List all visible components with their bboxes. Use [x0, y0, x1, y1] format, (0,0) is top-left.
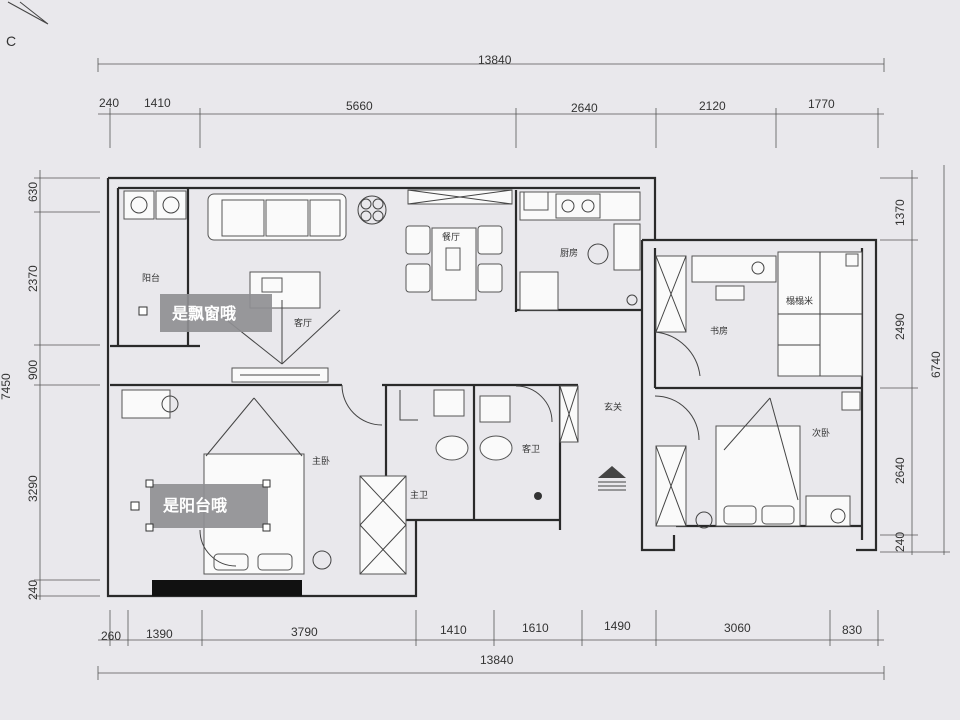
corner-label: C [6, 33, 16, 49]
room-label-kitchen: 厨房 [560, 247, 578, 259]
left-dim-5: 240 [26, 580, 40, 600]
corner-fold-mark [7, 1, 49, 25]
right-dim-3: 2640 [893, 457, 907, 484]
annotation-balcony-text: 是阳台哦 [162, 496, 227, 515]
balcony-appliances [123, 190, 187, 220]
left-dim-1: 630 [26, 182, 40, 202]
bottom-dim-2: 1390 [146, 627, 173, 641]
annotation-bay-window-text: 是飘窗哦 [171, 304, 236, 323]
room-label-guest-bath: 客卫 [522, 443, 540, 455]
right-dim-2: 2490 [893, 313, 907, 340]
dining-table [405, 225, 503, 301]
bottom-dim-4: 1410 [440, 623, 467, 637]
balcony-railing [152, 580, 302, 596]
right-dim-4: 240 [893, 532, 907, 552]
top-dim-1: 240 [99, 96, 119, 110]
tv-cabinet [231, 367, 329, 383]
annotation-bay-window[interactable]: 是飘窗哦 [138, 294, 272, 332]
sideboard [407, 189, 513, 205]
master-wardrobe-left [121, 389, 179, 419]
room-label-tatami: 榻榻米 [786, 295, 813, 307]
annotation-balcony[interactable]: 是阳台哦 [130, 479, 271, 532]
master-door-swing [341, 384, 383, 426]
room-label-foyer: 玄关 [604, 401, 622, 413]
second-light-lines [723, 397, 799, 501]
guest-bath-fixtures [479, 395, 542, 500]
second-bed [715, 391, 861, 527]
bottom-dim-1: 260 [101, 629, 121, 643]
left-dim-4: 3290 [26, 475, 40, 502]
top-dim-5: 2120 [699, 99, 726, 113]
study-door-swing [654, 331, 701, 377]
left-dimension-lines [34, 170, 100, 600]
top-dimension-lines [97, 58, 885, 148]
top-dim-3: 5660 [346, 99, 373, 113]
top-dim-2: 1410 [144, 96, 171, 110]
room-label-second: 次卧 [812, 427, 830, 439]
second-door-swing [654, 395, 700, 441]
balcony-door-swing [199, 529, 237, 567]
entrance-arrow-icon [598, 466, 626, 491]
bottom-dim-6: 1490 [604, 619, 631, 633]
bottom-dim-3: 3790 [291, 625, 318, 639]
left-total-dimension: 7450 [0, 373, 13, 400]
top-total-dimension: 13840 [478, 53, 512, 67]
ceiling-fan-icon [357, 195, 387, 225]
master-light-lines [205, 397, 303, 457]
room-label-dining: 餐厅 [442, 231, 460, 243]
top-dim-6: 1770 [808, 97, 835, 111]
room-label-master-bath: 主卫 [410, 489, 428, 501]
right-dimension-lines [880, 165, 950, 555]
shoe-cabinet [559, 385, 579, 443]
second-wardrobe [655, 445, 713, 529]
bottom-total-dimension: 13840 [480, 653, 514, 667]
room-label-study: 书房 [710, 325, 728, 337]
bottom-dimension-lines [97, 610, 885, 680]
room-label-living: 客厅 [294, 317, 312, 329]
sofa [207, 193, 347, 241]
master-bath-fixtures [399, 389, 469, 461]
kitchen-counter [519, 191, 641, 311]
master-wardrobe-right [359, 475, 407, 575]
room-label-balcony: 阳台 [142, 272, 160, 284]
guest-bath-door-swing [515, 385, 553, 423]
left-dim-2: 2370 [26, 265, 40, 292]
tatami-platform [777, 251, 863, 377]
top-dim-4: 2640 [571, 101, 598, 115]
bottom-dim-8: 830 [842, 623, 862, 637]
left-dim-3: 900 [26, 360, 40, 380]
bottom-dim-5: 1610 [522, 621, 549, 635]
bottom-dim-7: 3060 [724, 621, 751, 635]
right-total-dimension: 6740 [929, 351, 943, 378]
room-label-master: 主卧 [312, 455, 330, 467]
right-dim-1: 1370 [893, 199, 907, 226]
study-furniture [655, 255, 777, 333]
exterior-walls [106, 176, 878, 598]
